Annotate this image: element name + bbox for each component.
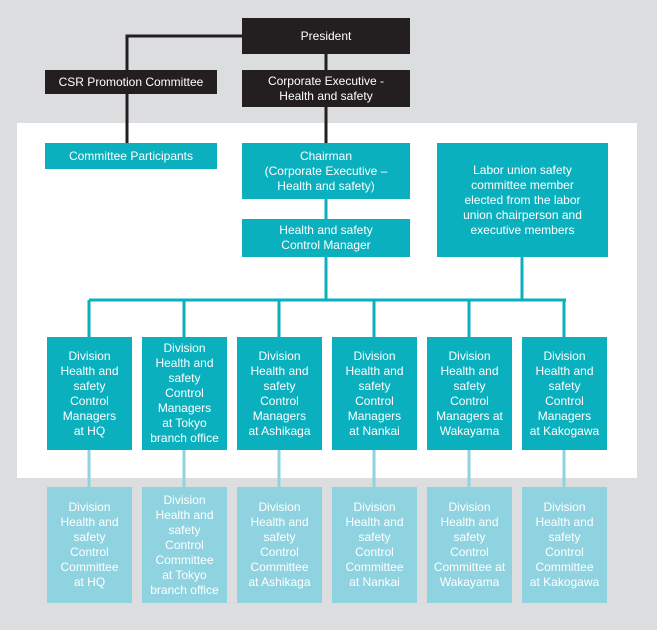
division-manager-label: Division Health and safety Control Manag… <box>248 348 311 438</box>
division-committee-wakayama: Division Health and safety Control Commi… <box>427 487 512 603</box>
control-manager-box: Health and safety Control Manager <box>242 219 410 257</box>
division-manager-hq: Division Health and safety Control Manag… <box>47 337 132 450</box>
csr-committee-label: CSR Promotion Committee <box>58 74 204 89</box>
division-manager-ashikaga: Division Health and safety Control Manag… <box>237 337 322 450</box>
president-label: President <box>300 28 352 43</box>
division-committee-hq: Division Health and safety Control Commi… <box>47 487 132 603</box>
chairman-label: Chairman (Corporate Executive – Health a… <box>264 148 388 193</box>
division-manager-tokyo: Division Health and safety Control Manag… <box>142 337 227 450</box>
division-manager-label: Division Health and safety Control Manag… <box>436 348 503 438</box>
division-manager-kakogawa: Division Health and safety Control Manag… <box>522 337 607 450</box>
connector-president-csr <box>125 34 242 70</box>
committee-participants-label: Committee Participants <box>68 148 194 163</box>
chairman-box: Chairman (Corporate Executive – Health a… <box>242 143 410 199</box>
division-committee-label: Division Health and safety Control Commi… <box>60 500 119 589</box>
division-committee-tokyo: Division Health and safety Control Commi… <box>142 487 227 603</box>
division-manager-label: Division Health and safety Control Manag… <box>60 348 119 438</box>
connector-bus-divisions <box>87 300 566 338</box>
corporate-executive-label: Corporate Executive - Health and safety <box>267 73 385 103</box>
committee-participants-box: Committee Participants <box>45 143 217 169</box>
csr-committee-box: CSR Promotion Committee <box>45 70 217 94</box>
control-manager-label: Health and safety Control Manager <box>279 223 373 252</box>
connector-divisions-committees <box>87 449 566 488</box>
division-committee-label: Division Health and safety Control Commi… <box>433 500 506 589</box>
division-manager-wakayama: Division Health and safety Control Manag… <box>427 337 512 450</box>
division-manager-label: Division Health and safety Control Manag… <box>345 348 404 438</box>
division-committee-ashikaga: Division Health and safety Control Commi… <box>237 487 322 603</box>
division-committee-label: Division Health and safety Control Commi… <box>248 500 311 589</box>
division-committee-label: Division Health and safety Control Commi… <box>529 500 600 589</box>
labor-union-label: Labor union safety committee member elec… <box>463 162 582 237</box>
division-manager-label: Division Health and safety Control Manag… <box>150 341 219 445</box>
division-manager-nankai: Division Health and safety Control Manag… <box>332 337 417 450</box>
division-committee-kakogawa: Division Health and safety Control Commi… <box>522 487 607 603</box>
division-committee-label: Division Health and safety Control Commi… <box>150 492 219 597</box>
labor-union-box: Labor union safety committee member elec… <box>437 143 608 257</box>
division-committee-nankai: Division Health and safety Control Commi… <box>332 487 417 603</box>
division-committee-label: Division Health and safety Control Commi… <box>345 500 404 589</box>
corporate-executive-box: Corporate Executive - Health and safety <box>242 70 410 107</box>
division-manager-label: Division Health and safety Control Manag… <box>529 348 600 438</box>
president-box: President <box>242 18 410 54</box>
